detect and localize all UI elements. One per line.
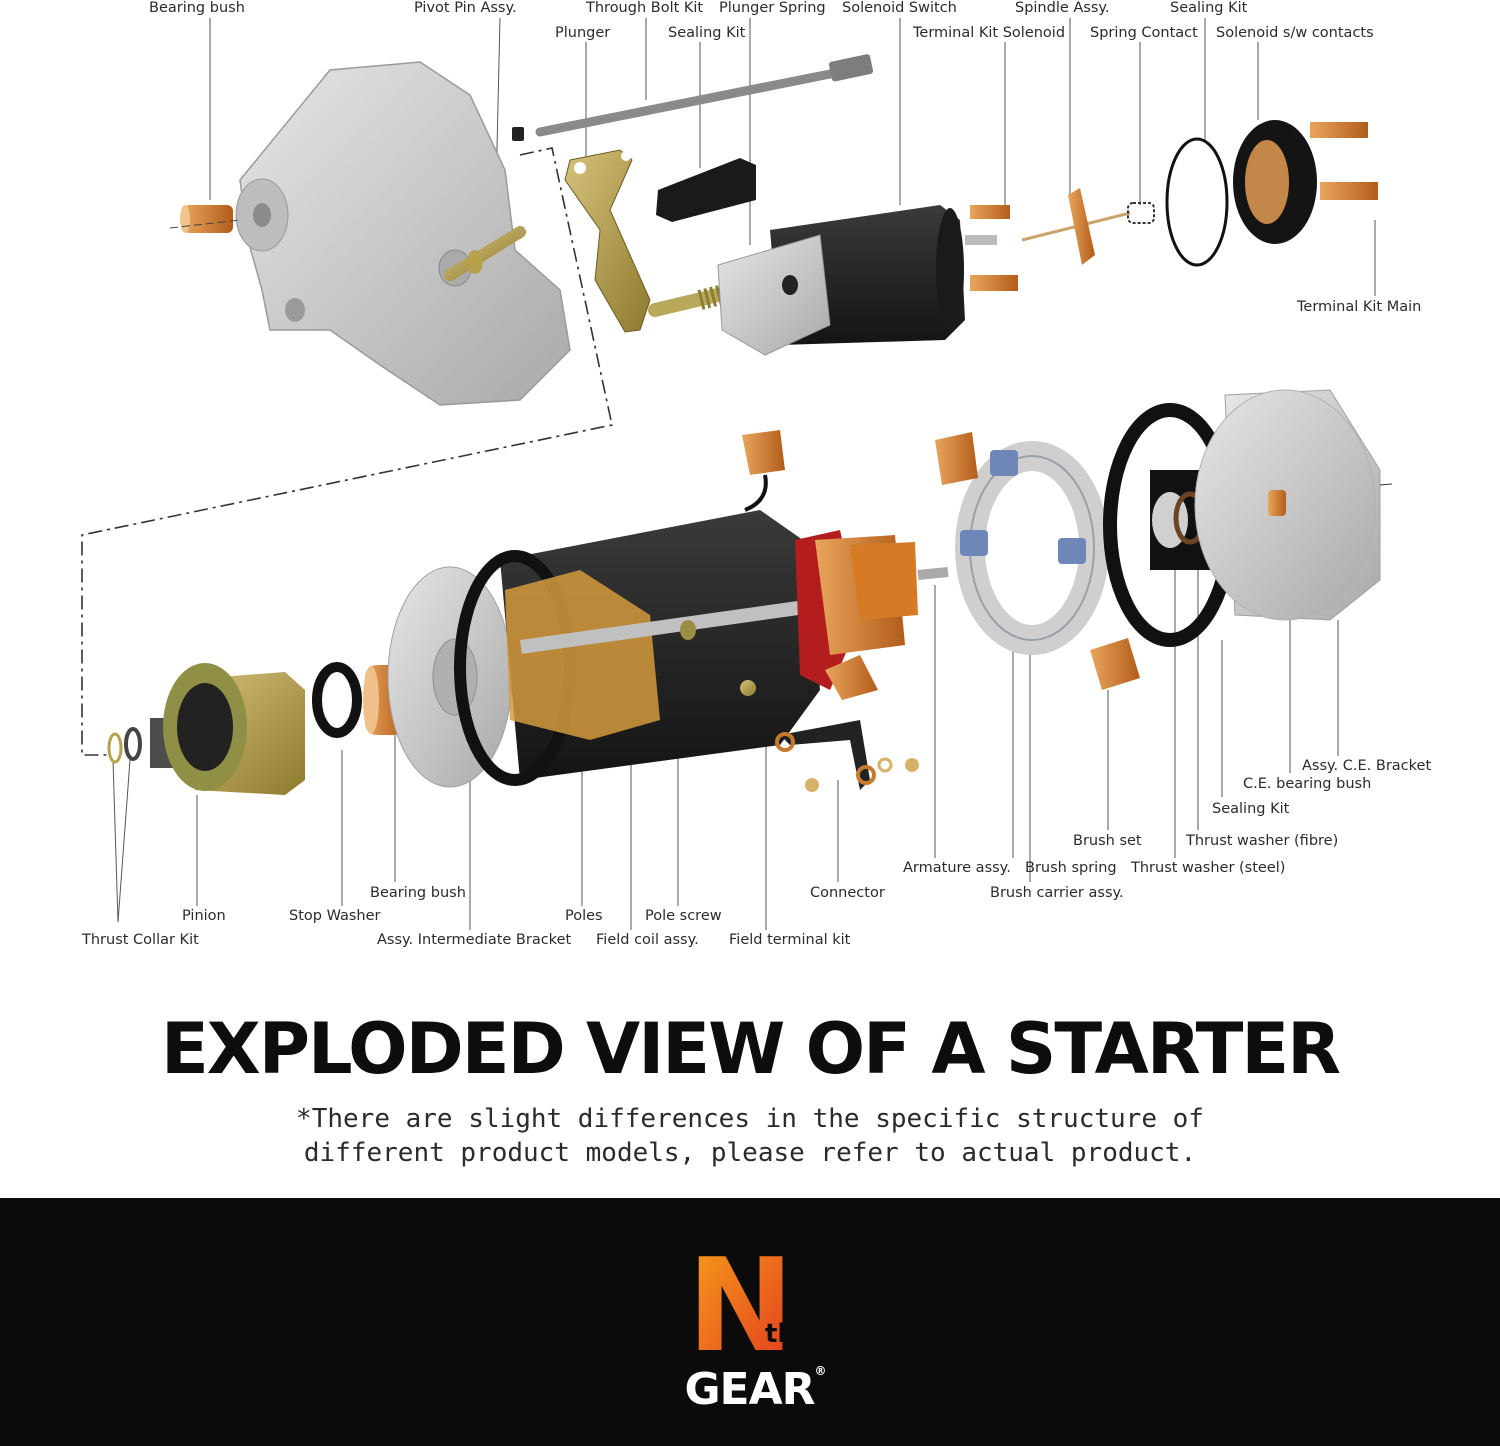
footer-band: N th GEAR® [0, 1198, 1500, 1446]
label-brush-set: Brush set [1073, 833, 1142, 849]
label-thrust-washer-fibre: Thrust washer (fibre) [1186, 833, 1339, 849]
commutator-end-bracket-part [1103, 389, 1393, 647]
label-connector: Connector [810, 885, 885, 901]
disclaimer-line-1: *There are slight differences in the spe… [296, 1104, 1204, 1134]
label-sealing-kit-mid: Sealing Kit [668, 25, 746, 41]
label-armature: Armature assy. [903, 860, 1011, 876]
logo-superscript: th [765, 1319, 796, 1349]
label-terminal-kit-solenoid: Terminal Kit Solenoid [913, 25, 1066, 41]
label-poles: Poles [565, 908, 603, 924]
armature-part [795, 530, 949, 690]
label-ce-bearing-bush: C.E. bearing bush [1243, 776, 1372, 792]
label-solenoid-switch: Solenoid Switch [842, 0, 957, 16]
plunger-lever-part [564, 149, 651, 333]
logo-letter: N [687, 1232, 794, 1362]
label-bearing-bush-top: Bearing bush [149, 0, 245, 16]
solenoid-switch-part [717, 205, 1018, 356]
label-assy-ce-bracket: Assy. C.E. Bracket [1302, 758, 1432, 774]
bearing-bush-part [169, 205, 241, 233]
label-terminal-kit-main: Terminal Kit Main [1297, 299, 1422, 315]
brush-carrier-part [935, 432, 1140, 690]
label-thrust-collar: Thrust Collar Kit [82, 932, 199, 948]
label-pinion: Pinion [182, 908, 226, 924]
label-stop-washer: Stop Washer [289, 908, 381, 924]
field-frame-part [454, 430, 820, 786]
label-through-bolt: Through Bolt Kit [586, 0, 704, 16]
assembly-guide-line [81, 147, 613, 756]
headline: EXPLODED VIEW OF A STARTER [160, 1008, 1341, 1090]
label-sealing-kit-right: Sealing Kit [1212, 801, 1290, 817]
disclaimer-line-2: different product models, please refer t… [303, 1138, 1197, 1168]
brush-part [825, 655, 878, 700]
label-spring-contact: Spring Contact [1090, 25, 1198, 41]
disclaimer-note: *There are slight differences in the spe… [0, 1102, 1500, 1170]
label-solenoid-contacts: Solenoid s/w contacts [1216, 25, 1374, 41]
through-bolt-part [512, 54, 874, 141]
label-brush-spring: Brush spring [1025, 860, 1117, 876]
label-spindle: Spindle Assy. [1015, 0, 1110, 16]
label-plunger-spring: Plunger Spring [719, 0, 826, 16]
label-thrust-washer-steel: Thrust washer (steel) [1131, 860, 1286, 876]
logo-mark-icon: N th [687, 1232, 796, 1381]
label-intermediate-bracket: Assy. Intermediate Bracket [377, 932, 572, 948]
brand-logo: N th GEAR® [655, 1232, 855, 1422]
logo-wordmark: GEAR® [655, 1364, 855, 1415]
drive-end-housing [235, 61, 571, 406]
label-plunger: Plunger [555, 25, 611, 41]
intermediate-bracket-part [387, 566, 513, 788]
registered-mark: ® [814, 1364, 827, 1378]
pivot-pin-part [444, 226, 526, 281]
starter-exploded-diagram [81, 17, 1393, 930]
label-brush-carrier: Brush carrier assy. [990, 885, 1124, 901]
connector-part [775, 720, 919, 792]
leader-lines [112, 17, 1376, 930]
pinion-part [107, 663, 305, 795]
solenoid-cover-part [1233, 120, 1378, 244]
label-sealing-kit-top: Sealing Kit [1170, 0, 1248, 16]
label-pivot-pin: Pivot Pin Assy. [414, 0, 517, 16]
spindle-part [1021, 188, 1155, 265]
logo-word-text: GEAR [684, 1364, 815, 1415]
stop-washer-part [312, 662, 362, 738]
label-field-coil: Field coil assy. [596, 932, 699, 948]
label-pole-screw: Pole screw [645, 908, 722, 924]
sealing-kit-block [656, 158, 756, 222]
label-bearing-bush-bottom: Bearing bush [370, 885, 466, 901]
o-ring-seal [1165, 137, 1229, 267]
label-field-terminal: Field terminal kit [729, 932, 851, 948]
